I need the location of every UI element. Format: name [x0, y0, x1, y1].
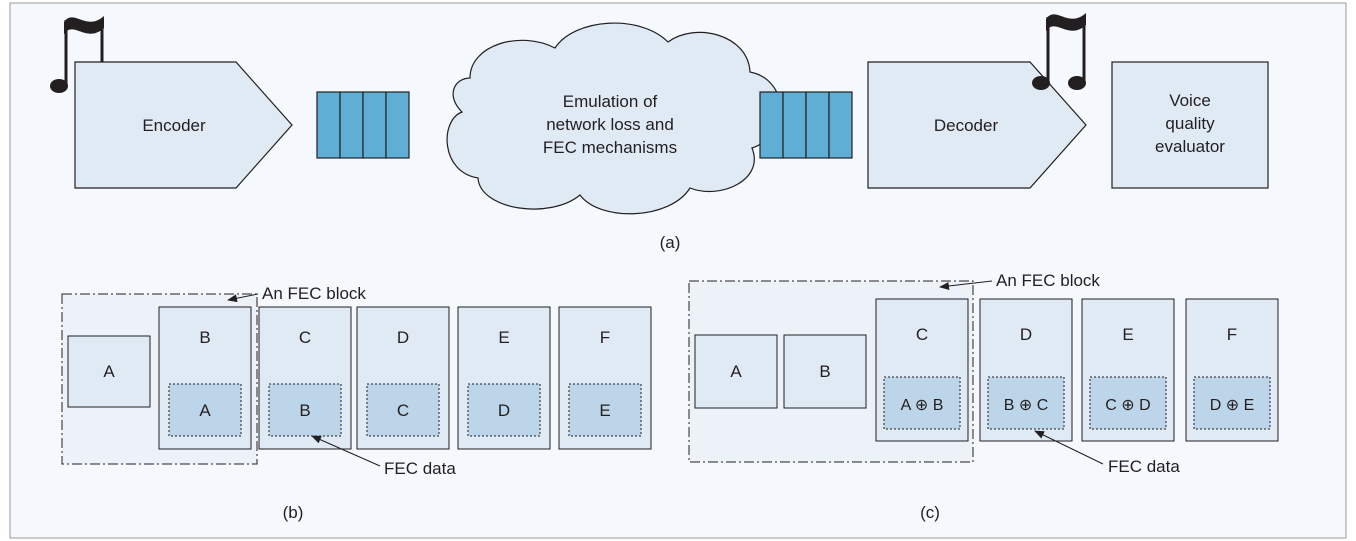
packet-queue-right	[759, 91, 853, 159]
fec-data-label: E	[599, 401, 610, 420]
fec-data-label: B ⊕ C	[1004, 397, 1049, 414]
fec-data-label: C ⊕ D	[1105, 397, 1150, 414]
fec-data-label: D ⊕ E	[1210, 397, 1255, 414]
fec-block-arrow-c	[939, 280, 993, 290]
music-note-icon	[1032, 13, 1086, 90]
fec-data-box	[467, 383, 541, 437]
packet-label: D	[397, 328, 409, 347]
fec-block-label-b: An FEC block	[262, 284, 366, 303]
fec-data-arrow-b	[311, 435, 381, 467]
packet-label: E	[498, 328, 509, 347]
fec-data-annotation-c: FEC data	[1108, 457, 1180, 476]
fec-data-arrow-c	[1034, 430, 1104, 465]
packet-label: B	[199, 328, 210, 347]
fec-data-box	[168, 383, 242, 437]
fec-block-label-c: An FEC block	[996, 271, 1100, 290]
encoder-label: Encoder	[142, 116, 206, 135]
fec-data-box	[568, 383, 642, 437]
fec-data-label: A ⊕ B	[901, 397, 944, 414]
packet-label: A	[103, 362, 115, 381]
caption-b: (b)	[283, 503, 304, 522]
fec-data-label: A	[199, 401, 211, 420]
fec-data-box	[883, 376, 961, 430]
packet-label: F	[1227, 325, 1237, 344]
packet-label: A	[730, 362, 742, 381]
cloud-label-line3: FEC mechanisms	[543, 138, 677, 157]
packet-label: B	[819, 362, 830, 381]
packet-box	[67, 335, 151, 408]
part-a: Encoder Emulation of network loss and FE…	[50, 13, 1269, 252]
part-b: An FEC block A B A C B D C E D F E FEC d…	[61, 284, 652, 522]
fec-data-box	[268, 383, 342, 437]
packet-label: F	[600, 328, 610, 347]
caption-a: (a)	[660, 233, 681, 252]
network-cloud	[446, 22, 781, 215]
packet-label: C	[916, 325, 928, 344]
evaluator-label-line3: evaluator	[1155, 137, 1225, 156]
fec-data-box	[366, 383, 440, 437]
voice-quality-evaluator	[1111, 61, 1269, 189]
packet-box	[694, 334, 778, 409]
fec-data-annotation-b: FEC data	[384, 459, 456, 478]
encoder-block	[74, 61, 293, 189]
packet-queue-left	[316, 91, 410, 159]
packet-label: D	[1020, 325, 1032, 344]
fec-data-label: D	[498, 401, 510, 420]
fec-data-label: B	[299, 401, 310, 420]
evaluator-label-line2: quality	[1165, 114, 1215, 133]
fec-data-label: C	[397, 401, 409, 420]
packet-label: E	[1122, 325, 1133, 344]
fec-data-box	[1193, 376, 1271, 430]
caption-c: (c)	[920, 503, 940, 522]
packet-box	[783, 334, 867, 409]
cloud-label-line1: Emulation of	[563, 92, 658, 111]
decoder-block	[867, 61, 1087, 189]
cloud-label-line2: network loss and	[546, 115, 674, 134]
part-c: An FEC block A B C A ⊕ B D B ⊕ C E C ⊕ D…	[688, 271, 1279, 522]
fec-block-arrow-b	[227, 293, 259, 303]
fec-data-box	[1089, 376, 1167, 430]
fec-data-box	[987, 376, 1065, 430]
evaluator-label-line1: Voice	[1169, 91, 1211, 110]
decoder-label: Decoder	[934, 116, 999, 135]
packet-label: C	[299, 328, 311, 347]
